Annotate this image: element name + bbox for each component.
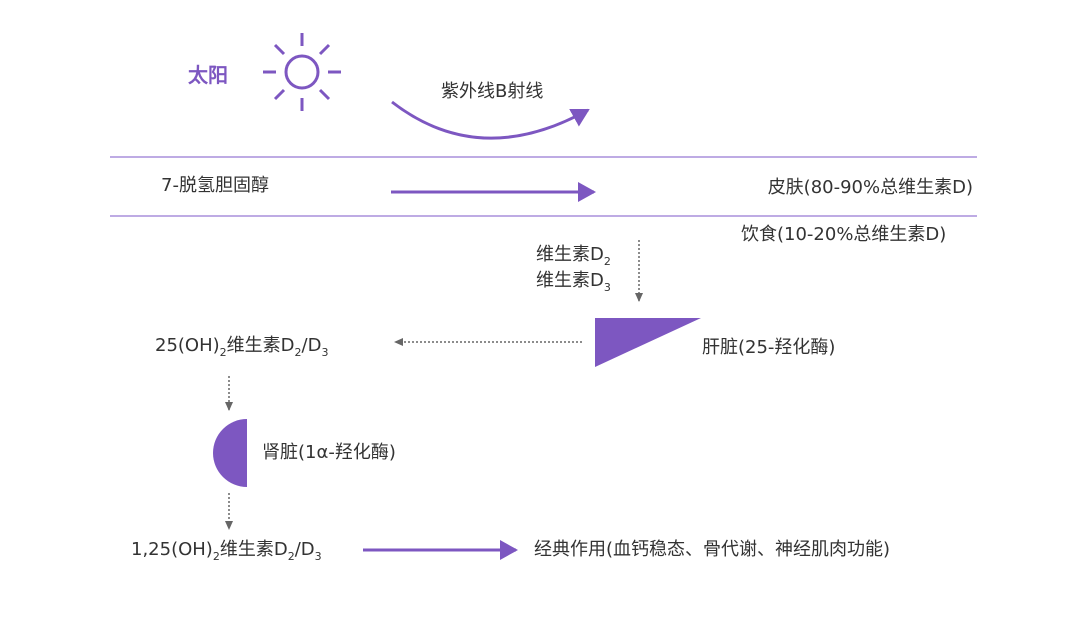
calcidiol-sub2: 2 [294, 346, 302, 359]
calcitriol-a: 1,25(OH) [131, 539, 213, 560]
skin-label: 皮肤(80-90%总维生素D) [767, 177, 973, 198]
calcidiol-sub1: 2 [219, 346, 227, 359]
calcidiol-c: /D [301, 335, 322, 356]
vitamin-d3-main: 维生素D [536, 270, 604, 291]
liver-icon [595, 318, 701, 367]
calcitriol-c: /D [294, 539, 315, 560]
vitamin-d2-main: 维生素D [536, 244, 604, 265]
sun-icon [263, 33, 341, 111]
kidney-label: 肾脏(1α-羟化酶) [262, 442, 396, 463]
diet-label: 饮食(10-20%总维生素D) [741, 224, 947, 245]
calcitriol-sub2: 2 [287, 550, 295, 563]
calcidiol-b: 维生素D [226, 335, 295, 356]
calcidiol-sub3: 3 [321, 346, 329, 359]
precursor-label: 7-脱氢胆固醇 [161, 175, 269, 196]
vitamin-d2-label: 维生素D2 [536, 244, 611, 268]
calcitriol-b: 维生素D [219, 539, 288, 560]
vitamin-d3-label: 维生素D3 [536, 270, 611, 294]
calcitriol-sub3: 3 [314, 550, 322, 563]
calcidiol-a: 25(OH) [155, 335, 220, 356]
liver-label: 肝脏(25-羟化酶) [702, 337, 836, 358]
kidney-icon [213, 419, 247, 487]
calcitriol-sub1: 2 [212, 550, 220, 563]
calcidiol-label: 25(OH)2维生素D2/D3 [155, 335, 329, 359]
sun-label: 太阳 [188, 63, 228, 87]
effects-label: 经典作用(血钙稳态、骨代谢、神经肌肉功能) [534, 539, 891, 560]
vitamin-d3-sub: 3 [603, 281, 611, 294]
vitamin-d2-sub: 2 [603, 255, 611, 268]
uvb-label: 紫外线B射线 [441, 81, 544, 102]
calcitriol-label: 1,25(OH)2维生素D2/D3 [131, 539, 322, 563]
uvb-curved-arrow [391, 100, 590, 140]
